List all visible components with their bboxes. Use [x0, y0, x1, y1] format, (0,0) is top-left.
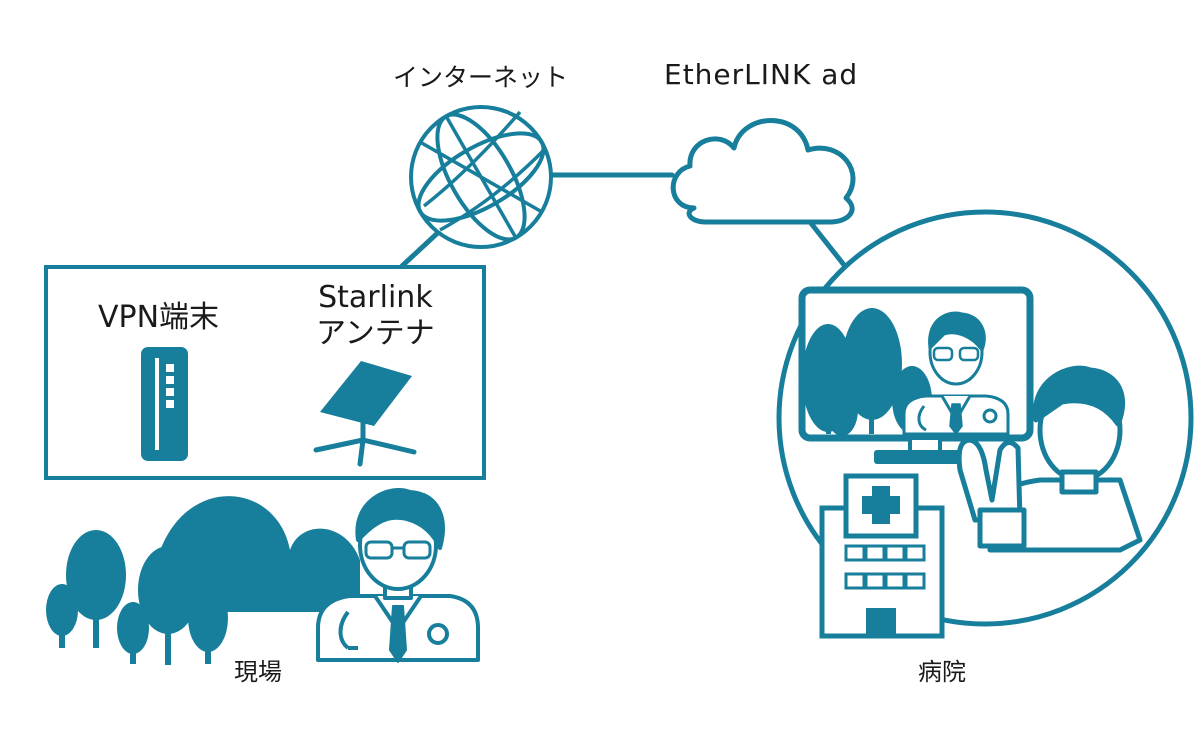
- hospital-label: 病院: [918, 658, 966, 686]
- tree: [188, 584, 228, 664]
- link-globe-box: [399, 225, 446, 269]
- starlink-label-line2: アンテナ: [316, 316, 435, 351]
- hospital-building-icon: [819, 473, 945, 639]
- doctor-icon: [316, 488, 480, 663]
- internet-label: インターネット: [393, 63, 569, 92]
- vpn-terminal-label: VPN端末: [98, 300, 220, 335]
- starlink-antenna-label: Starlink アンテナ: [316, 280, 435, 352]
- tree: [138, 546, 198, 665]
- etherlink-label: EtherLINK ad: [664, 58, 859, 91]
- satellite-dish-icon: [313, 361, 417, 467]
- link-cloud-hospital: [807, 219, 851, 273]
- patient-icon: [956, 365, 1143, 553]
- equipment-box: [44, 265, 486, 480]
- monitor-icon: [798, 286, 1034, 464]
- globe-icon: [409, 105, 553, 249]
- tree: [66, 530, 126, 648]
- site-landscape: [46, 496, 360, 665]
- site-label: 現場: [234, 658, 282, 686]
- vpn-device-icon: [141, 347, 188, 461]
- tree: [117, 602, 149, 664]
- starlink-label-line1: Starlink: [318, 280, 433, 315]
- tree: [46, 584, 78, 648]
- cloud-icon: [670, 118, 856, 225]
